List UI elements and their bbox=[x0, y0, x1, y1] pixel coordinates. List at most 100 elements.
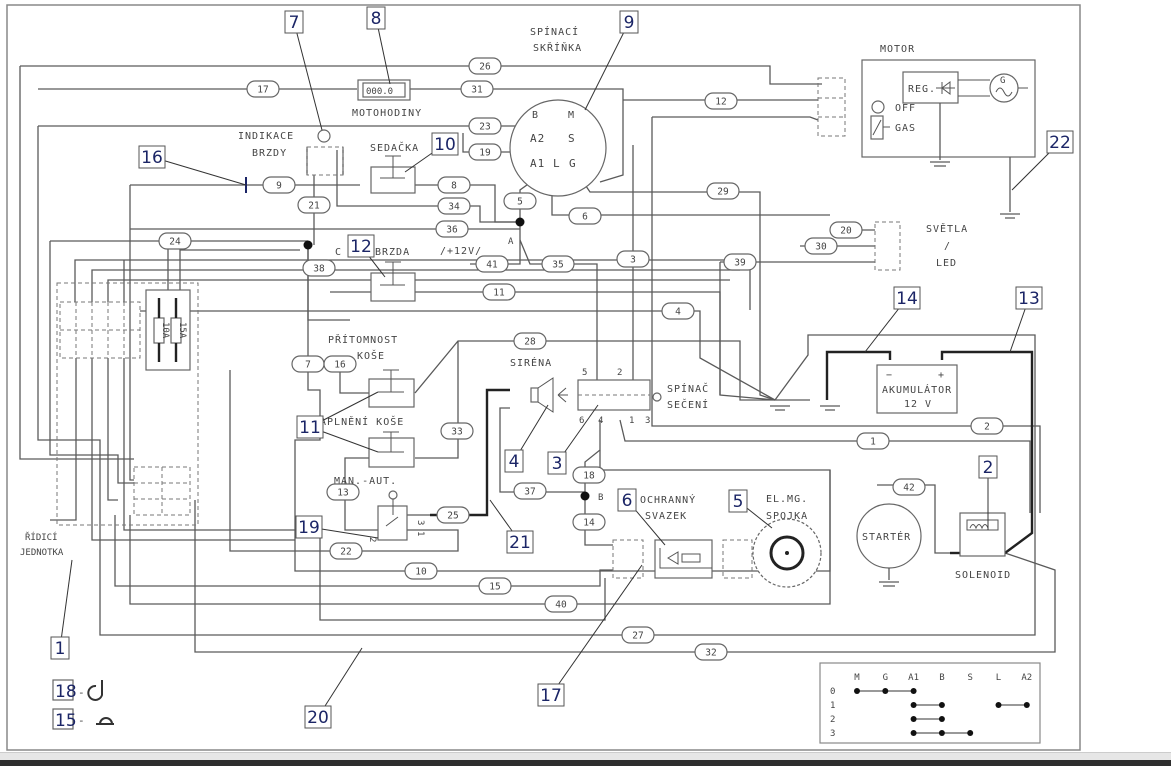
wire-number-5: 5 bbox=[503, 192, 537, 210]
wire-number-text: 5 bbox=[517, 197, 523, 208]
table-connection-dot bbox=[938, 716, 945, 722]
wire-number-text: 6 bbox=[582, 212, 588, 223]
terminal-5: 5 bbox=[582, 368, 587, 378]
plus12v-label: /+12V/ bbox=[440, 246, 482, 257]
callout-9: 9 bbox=[584, 10, 639, 111]
wire-number-text: 13 bbox=[337, 488, 348, 499]
callout-number: 12 bbox=[350, 237, 372, 257]
man-aut-switch: 3 1 2 bbox=[367, 490, 425, 542]
table-connection-dot bbox=[910, 688, 917, 694]
callout-number: 4 bbox=[509, 452, 520, 472]
wire-number-39: 39 bbox=[723, 253, 757, 271]
wire bbox=[584, 496, 613, 546]
junction-b-label: B bbox=[598, 493, 603, 503]
wire-number-38: 38 bbox=[302, 259, 336, 277]
svetla-label: SVĚTLA bbox=[926, 222, 968, 235]
wire-number-7: 7 bbox=[291, 355, 325, 373]
wire bbox=[37, 126, 1036, 636]
wire-number-text: 10 bbox=[415, 567, 427, 578]
wire-number-text: 30 bbox=[815, 242, 827, 253]
wire-number-text: 3 bbox=[630, 255, 636, 266]
wire-number-40: 40 bbox=[544, 595, 578, 613]
callout-1: 1 bbox=[50, 559, 73, 660]
wire-number-29: 29 bbox=[706, 182, 740, 200]
callout-21: 21 bbox=[489, 499, 534, 554]
junction-dot bbox=[303, 240, 313, 250]
table-connection-dot bbox=[910, 702, 917, 708]
wire-number-4: 4 bbox=[661, 302, 695, 320]
wire-number-text: 36 bbox=[446, 225, 458, 236]
junction-c-label: C bbox=[335, 247, 342, 258]
wire-number-11: 11 bbox=[482, 283, 516, 301]
callout-5: 5 bbox=[728, 489, 773, 529]
wire-number-8: 8 bbox=[437, 176, 471, 194]
wire-number-text: 15 bbox=[489, 582, 500, 593]
table-connection-dot bbox=[854, 688, 860, 694]
wire-number-22: 22 bbox=[329, 542, 363, 560]
callout-12: 12 bbox=[347, 234, 386, 278]
callout-10: 10 bbox=[404, 132, 459, 173]
wire-number-text: 1 bbox=[870, 437, 876, 448]
meter-display: 000.0 bbox=[366, 87, 393, 97]
wire bbox=[19, 66, 134, 460]
legend-number: 18 bbox=[55, 682, 77, 702]
terminal-3: 3 bbox=[415, 520, 425, 525]
fuse-holder bbox=[145, 289, 191, 371]
wire-number-text: 16 bbox=[334, 360, 346, 371]
wire-number-24: 24 bbox=[158, 232, 192, 250]
terminal-a1: A1 bbox=[530, 157, 545, 170]
wire-number-text: 32 bbox=[705, 648, 716, 659]
clutch-connector bbox=[722, 539, 753, 579]
ochranny-label: OCHRANNÝ bbox=[640, 493, 696, 506]
wire-number-text: 38 bbox=[313, 264, 325, 275]
motohodiny-label: MOTOHODINY bbox=[352, 108, 422, 119]
wire-number-text: 4 bbox=[675, 307, 681, 318]
wire bbox=[651, 310, 1041, 513]
callout-number: 1 bbox=[55, 639, 66, 659]
terminal-s: S bbox=[568, 132, 576, 145]
terminal-2: 2 bbox=[617, 368, 622, 378]
callout-16: 16 bbox=[138, 145, 247, 186]
wire-number-1: 1 bbox=[856, 432, 890, 450]
table-row-label: 1 bbox=[830, 701, 835, 711]
wire-number-32: 32 bbox=[694, 643, 728, 661]
wire-number-18: 18 bbox=[572, 466, 606, 484]
spojka-label: SPOJKA bbox=[766, 511, 808, 522]
brake-indicator-connector bbox=[306, 146, 344, 176]
spinac-label: SPÍNAČ bbox=[667, 382, 709, 395]
wire-number-text: 40 bbox=[555, 600, 567, 611]
wire-number-text: 37 bbox=[524, 487, 535, 498]
wire-number-16: 16 bbox=[323, 355, 357, 373]
voltage-label: 12 V bbox=[904, 399, 932, 410]
table-row-label: 2 bbox=[830, 715, 835, 725]
harness-connector bbox=[612, 539, 644, 579]
wire-number-text: 41 bbox=[486, 260, 498, 271]
mower-switch: 5 2 6 4 1 3 bbox=[577, 368, 662, 426]
callout-3: 3 bbox=[547, 404, 599, 475]
callout-number: 21 bbox=[509, 533, 531, 553]
ground-icon bbox=[1000, 157, 1020, 219]
legend-sep: - bbox=[78, 686, 86, 699]
wire bbox=[49, 241, 134, 484]
wire-number-text: 21 bbox=[308, 201, 320, 212]
ground-icon bbox=[930, 103, 950, 167]
table-connection-dot bbox=[910, 730, 917, 736]
wire-number-15: 15 bbox=[478, 577, 512, 595]
wire bbox=[50, 358, 606, 621]
table-connection-dot bbox=[910, 716, 917, 722]
reg-label: REG. bbox=[908, 84, 936, 95]
wire-number-text: 29 bbox=[717, 187, 729, 198]
wire-number-text: 33 bbox=[451, 427, 462, 438]
callout-number: 14 bbox=[896, 289, 918, 309]
callout-6: 6 bbox=[617, 488, 666, 546]
wire-number-text: 20 bbox=[840, 226, 852, 237]
wire-end-hook-icon bbox=[87, 680, 103, 701]
callout-number: 19 bbox=[298, 518, 320, 538]
callout-14: 14 bbox=[864, 286, 921, 353]
callout-number: 7 bbox=[289, 13, 300, 33]
off-label: OFF bbox=[895, 103, 916, 114]
callout-11: 11 bbox=[296, 391, 379, 453]
table-column-header: M bbox=[854, 673, 860, 683]
